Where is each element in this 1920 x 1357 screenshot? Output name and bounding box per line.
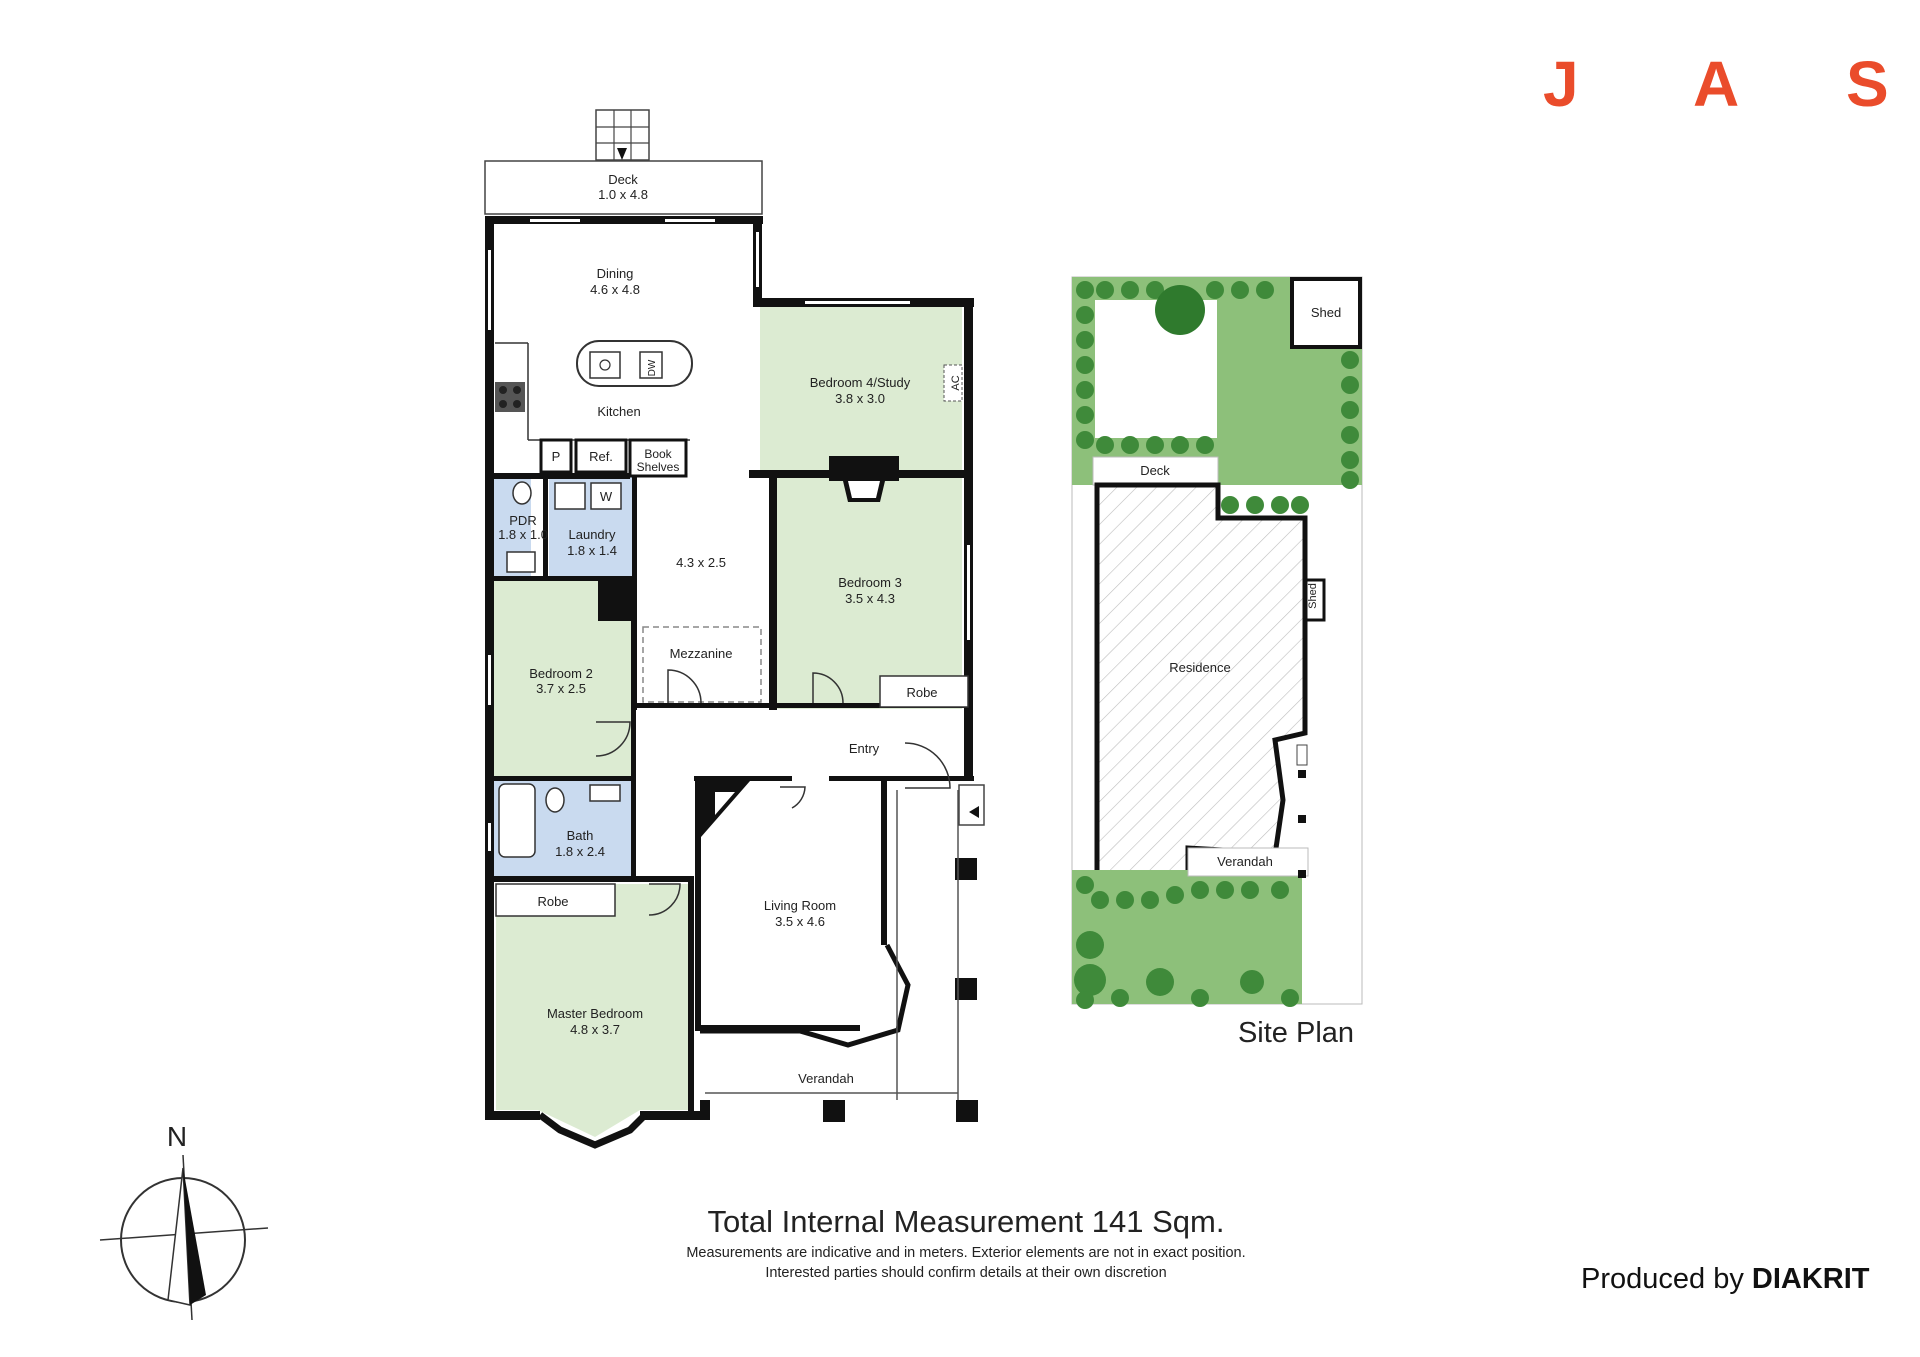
sink-icon (589, 351, 621, 379)
ac-label: AC (950, 375, 962, 390)
bedroom3-robe (879, 675, 969, 708)
mezzanine-outline (642, 626, 762, 703)
north-compass: N (99, 1121, 269, 1321)
dining-size: 4.6 x 4.8 (590, 282, 640, 297)
site-verandah (1187, 847, 1309, 877)
master-size: 4.8 x 3.7 (570, 1022, 620, 1037)
floor-plan-drawing (484, 109, 985, 1149)
bedroom3-size: 3.5 x 4.3 (845, 591, 895, 606)
bedroom4-label: Bedroom 4/Study (810, 375, 911, 390)
deck-label: Deck (608, 172, 638, 187)
producer-prefix: Produced by (1581, 1263, 1752, 1295)
master-area (496, 884, 690, 1137)
dishwasher-label: DW (647, 359, 658, 376)
pdr-label: PDR (509, 513, 536, 528)
pdr-basin-icon (506, 551, 536, 573)
dishwasher-icon (639, 351, 663, 379)
fireplace-icon (829, 456, 899, 502)
shed-side (1304, 578, 1326, 622)
site-plan: Shed Deck Shed Residence Verandah Site P… (1071, 276, 1363, 1049)
front-lawn (1072, 870, 1302, 1004)
site-verandah-label: Verandah (1217, 854, 1273, 869)
brand-logo: J A S (1543, 48, 1889, 120)
producer-brand: DIAKRIT (1752, 1263, 1870, 1295)
pantry-box (539, 438, 573, 474)
bookshelves-label-2: Shelves (637, 460, 680, 474)
bedroom3-robe-label: Robe (906, 685, 937, 700)
living-label: Living Room (764, 898, 836, 913)
living-fireplace-icon (701, 781, 750, 837)
room-labels: Deck 1.0 x 4.8 Dining 4.6 x 4.8 Kitchen … (498, 172, 962, 1086)
producer-credit: Produced by DIAKRIT (1581, 1263, 1870, 1295)
laundry-label: Laundry (569, 527, 616, 542)
laundry-tub-icon (554, 482, 586, 510)
toilet-icon (545, 787, 565, 813)
pdr-toilet-icon (512, 481, 532, 505)
bedroom3-area (776, 478, 962, 709)
bathtub-icon (498, 783, 536, 858)
deck-area (484, 160, 763, 215)
laundry-size: 1.8 x 1.4 (567, 543, 617, 558)
bedroom3-label: Bedroom 3 (838, 575, 902, 590)
site-shed-side-label: Shed (1307, 583, 1319, 609)
bedroom4-size: 3.8 x 3.0 (835, 391, 885, 406)
total-measurement: Total Internal Measurement 141 Sqm. (708, 1204, 1225, 1239)
master-robe-label: Robe (537, 894, 568, 909)
site-deck-label: Deck (1140, 463, 1170, 478)
vanity-icon (589, 784, 621, 802)
bedroom4-area (760, 307, 962, 472)
pantry-label: P (552, 449, 561, 464)
kitchen-label: Kitchen (597, 404, 640, 419)
washer-icon (590, 482, 622, 510)
entry-label: Entry (849, 741, 880, 756)
deck-size: 1.0 x 4.8 (598, 187, 648, 202)
bedroom2-size: 3.7 x 2.5 (536, 681, 586, 696)
hedges (1076, 281, 1359, 514)
deck-steps (595, 109, 650, 161)
site-plan-title: Site Plan (1238, 1017, 1354, 1049)
bath-size: 1.8 x 2.4 (555, 844, 605, 859)
bookshelves-label-1: Book (644, 447, 672, 461)
master-robe (495, 883, 616, 917)
hall-size: 4.3 x 2.5 (676, 555, 726, 570)
dining-label: Dining (597, 266, 634, 281)
washer-label: W (600, 489, 613, 504)
fridge-label: Ref. (589, 449, 613, 464)
fridge-box (574, 438, 628, 474)
north-label: N (167, 1121, 187, 1152)
shed-top (1290, 277, 1362, 349)
bedroom2-label: Bedroom 2 (529, 666, 593, 681)
mezzanine-label: Mezzanine (670, 646, 733, 661)
pdr-size: 1.8 x 1.0 (498, 527, 548, 542)
tree-icon (1155, 285, 1205, 335)
measurement-note: Measurements are indicative and in meter… (686, 1245, 1245, 1261)
disclaimer-note: Interested parties should confirm detail… (765, 1265, 1166, 1281)
site-shed-top-label: Shed (1311, 305, 1341, 320)
bath-label: Bath (567, 828, 594, 843)
logo-letter-s: S (1846, 48, 1889, 120)
residence-footprint (1094, 482, 1308, 896)
site-residence-label: Residence (1169, 660, 1230, 675)
verandah-label: Verandah (798, 1071, 854, 1086)
master-label: Master Bedroom (547, 1006, 643, 1021)
entry-step (958, 784, 985, 826)
living-size: 3.5 x 4.6 (775, 914, 825, 929)
logo-letter-j: J (1543, 48, 1579, 120)
ac-unit (943, 364, 963, 402)
stovetop-icon (495, 382, 525, 412)
bookshelves-box (628, 438, 688, 478)
logo-letter-a: A (1693, 48, 1739, 120)
